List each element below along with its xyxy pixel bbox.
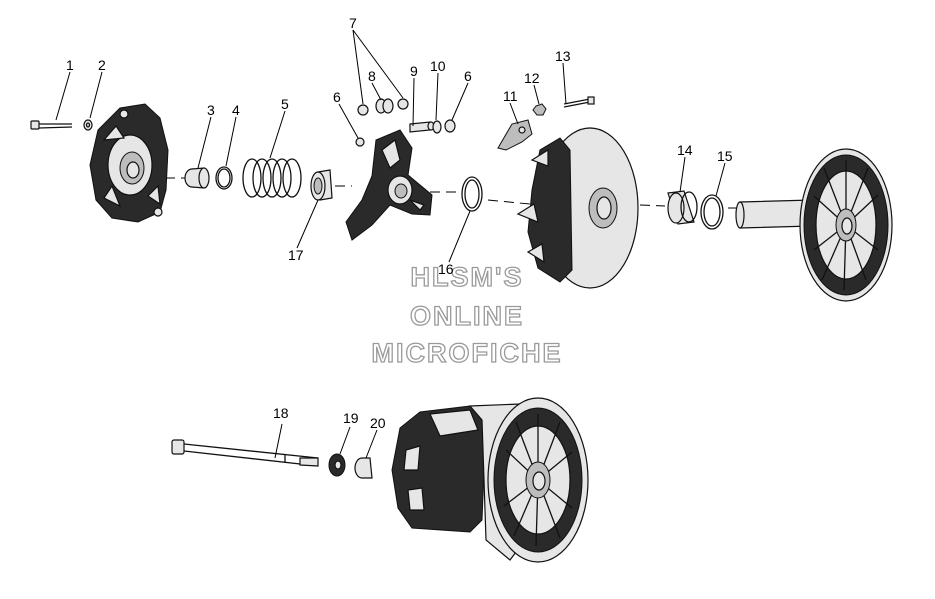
watermark: HLSM'S ONLINE MICROFICHE bbox=[371, 261, 563, 368]
part-4-ring bbox=[215, 166, 233, 190]
callout-leaders bbox=[55, 29, 726, 459]
callout-19: 19 bbox=[343, 410, 359, 426]
part-16-ring bbox=[461, 176, 483, 212]
part-19-washer bbox=[328, 453, 346, 477]
part-10-washer bbox=[432, 120, 442, 134]
part-14-bushing bbox=[667, 190, 698, 225]
callout-14: 14 bbox=[677, 142, 693, 158]
callout-20: 20 bbox=[370, 415, 386, 431]
part-7-washer-b bbox=[397, 98, 409, 110]
part-12-nut bbox=[532, 103, 547, 116]
watermark-line-1: HLSM'S bbox=[411, 262, 524, 292]
callout-11: 11 bbox=[503, 88, 518, 104]
part-17-bushing bbox=[310, 169, 333, 201]
callout-18: 18 bbox=[273, 405, 289, 421]
moveable-sheave bbox=[516, 127, 639, 289]
callout-2: 2 bbox=[98, 57, 106, 73]
part-2-washer bbox=[83, 119, 93, 131]
callout-5: 5 bbox=[281, 96, 289, 112]
part-9-pin bbox=[409, 121, 435, 133]
callout-7: 7 bbox=[349, 15, 357, 31]
callout-10: 10 bbox=[430, 58, 446, 74]
callout-13: 13 bbox=[555, 48, 571, 64]
callout-16: 16 bbox=[438, 261, 454, 277]
watermark-line-2: ONLINE bbox=[410, 301, 524, 331]
part-15-ring bbox=[700, 194, 724, 230]
callout-3: 3 bbox=[207, 102, 215, 118]
assembly-axis-lines bbox=[165, 177, 740, 209]
callout-12: 12 bbox=[524, 70, 540, 86]
cover-plate bbox=[89, 103, 169, 223]
watermark-line-3: MICROFICHE bbox=[372, 338, 563, 368]
callout-17: 17 bbox=[288, 247, 304, 263]
spider bbox=[345, 129, 433, 241]
callout-4: 4 bbox=[232, 102, 240, 118]
callout-1: 1 bbox=[66, 57, 74, 73]
part-20-spacer bbox=[354, 457, 373, 479]
callout-8: 8 bbox=[368, 68, 376, 84]
callout-15: 15 bbox=[717, 148, 733, 164]
part-5-spring bbox=[242, 158, 302, 198]
part-8-roller bbox=[375, 98, 394, 114]
assembled-clutch bbox=[391, 397, 589, 563]
part-18-bolt bbox=[171, 439, 319, 467]
part-11-weight bbox=[497, 119, 533, 151]
part-7-washer-a bbox=[357, 104, 369, 116]
part-13-bolt bbox=[563, 96, 595, 108]
callout-labels: 1 2 3 4 5 6 6 7 8 9 10 11 12 13 14 15 16… bbox=[66, 15, 733, 431]
callout-6-right: 6 bbox=[464, 68, 472, 84]
part-1-bolt bbox=[30, 120, 73, 130]
part-6-roller-left bbox=[355, 137, 365, 147]
callout-9: 9 bbox=[410, 63, 418, 79]
part-3-bushing bbox=[184, 167, 210, 189]
fixed-sheave bbox=[735, 148, 893, 302]
callout-6-left: 6 bbox=[333, 89, 341, 105]
part-6-roller-right bbox=[444, 119, 456, 133]
